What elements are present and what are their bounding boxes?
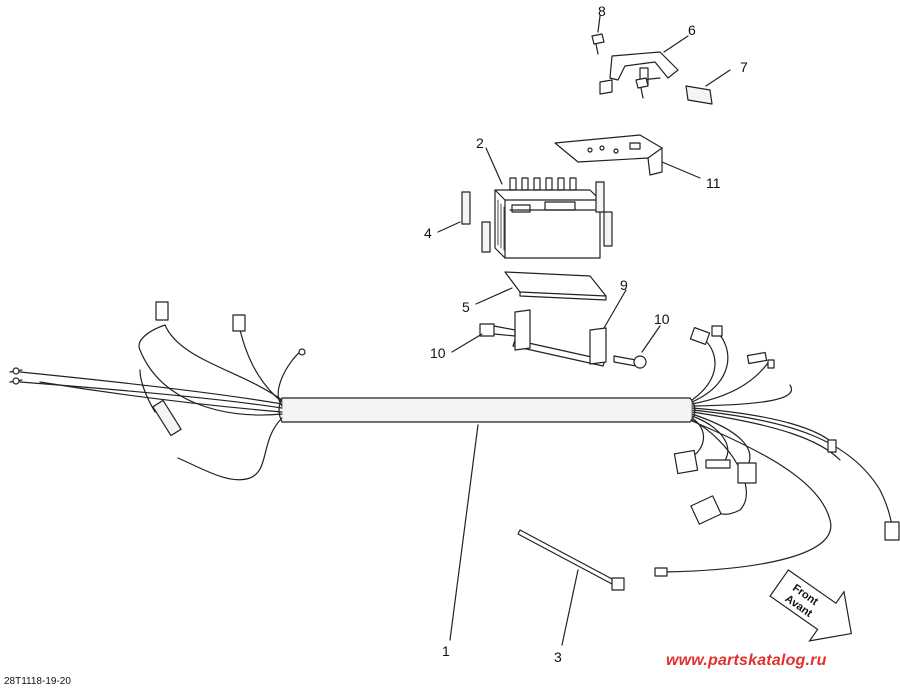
watermark: www.partskatalog.ru: [666, 652, 827, 669]
battery: [494, 177, 601, 259]
callout-7: 7: [740, 59, 748, 75]
wiring-harness: [9, 301, 900, 577]
callout-2: 2: [476, 135, 484, 151]
front-direction-arrow: Front Avant: [769, 569, 853, 642]
callout-11: 11: [706, 175, 721, 191]
callout-5: 5: [462, 299, 470, 315]
callout-1: 1: [442, 643, 450, 659]
callout-numbers: 1 2 3 4 5 6 7 8 9 10 10 11: [424, 3, 748, 665]
inline-fuse: [152, 399, 182, 437]
hold-down-clamp: [512, 309, 607, 367]
callout-10-left: 10: [430, 345, 446, 361]
callout-9: 9: [620, 277, 628, 293]
battery-retainer: [599, 51, 679, 95]
callout-4: 4: [424, 225, 432, 241]
leader-lines: [437, 15, 731, 646]
drawing-code: 28T1118-19-20: [4, 676, 71, 687]
battery-support-plate: [554, 134, 663, 176]
tie-strap: [517, 529, 625, 591]
callout-3: 3: [554, 649, 562, 665]
foam-strip: [685, 85, 713, 105]
callout-10-right: 10: [654, 311, 670, 327]
battery-base-pad: [504, 271, 607, 301]
callout-8: 8: [598, 3, 606, 19]
bolt-left: [479, 323, 516, 337]
nut-right: [613, 355, 647, 369]
screws: [591, 33, 649, 99]
battery-pads: [461, 181, 613, 253]
callout-6: 6: [688, 22, 696, 38]
